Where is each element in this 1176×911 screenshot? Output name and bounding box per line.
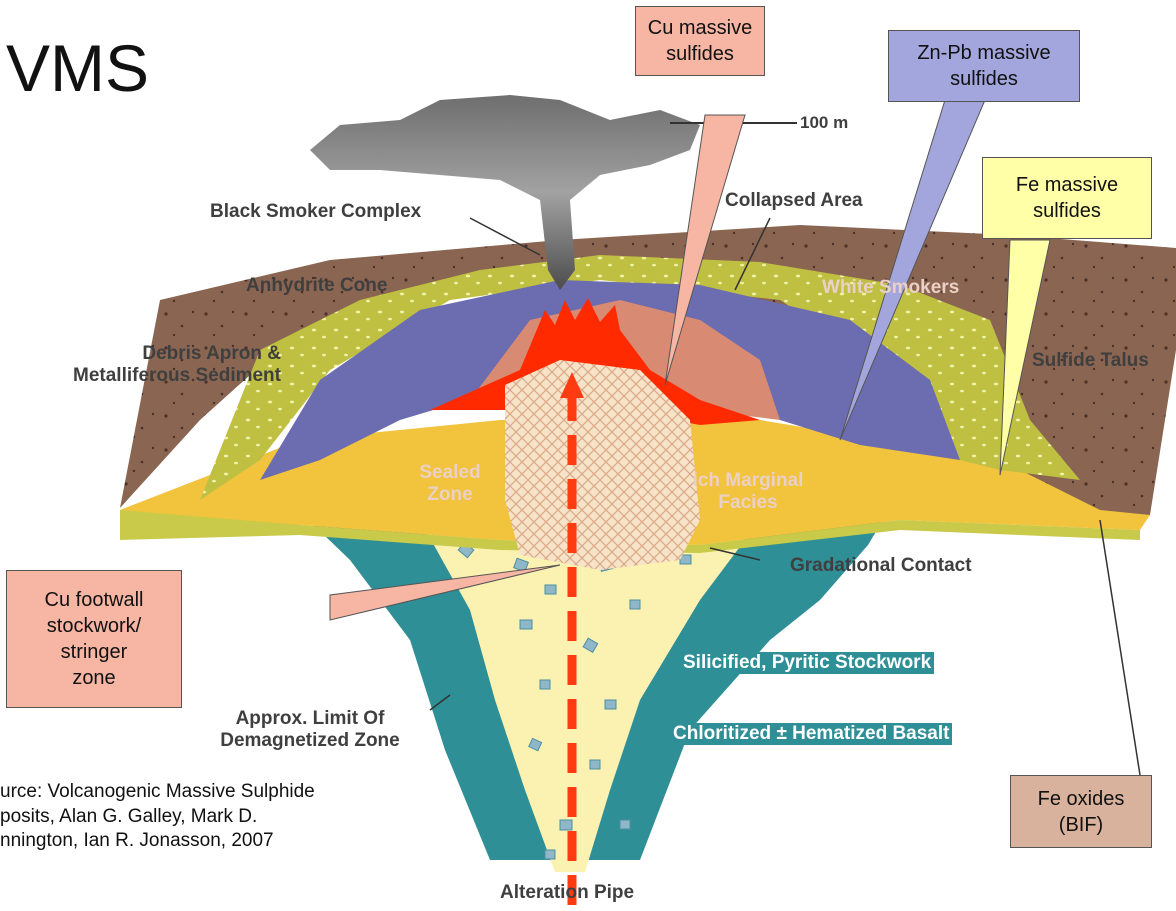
label-chloritized: Chloritized ± Hematized Basalt (670, 723, 952, 745)
source-line3: nnington, Ian R. Jonasson, 2007 (0, 829, 440, 854)
label-gradational-contact: Gradational Contact (790, 555, 972, 577)
source-line2: posits, Alan G. Galley, Mark D. (0, 805, 440, 830)
label-marginal-facies: ich Marginal Facies (678, 470, 818, 514)
callout-cu-massive: Cu massive sulfides (635, 6, 765, 76)
callout-fe-massive-line1: Fe massive (1016, 172, 1118, 198)
label-sealed-zone: Sealed Zone (395, 462, 505, 506)
label-demagnetized-line1: Approx. Limit Of (190, 708, 430, 730)
label-sealed-zone-line2: Zone (395, 484, 505, 506)
callout-cu-massive-line2: sulfides (666, 41, 734, 67)
callout-cu-massive-line1: Cu massive (648, 15, 752, 41)
label-alteration-pipe: Alteration Pipe (500, 882, 634, 904)
callout-fe-oxides-line1: Fe oxides (1038, 786, 1125, 812)
callout-fe-massive-line2: sulfides (1033, 198, 1101, 224)
callout-cu-footwall-line2: stockwork/ (47, 613, 141, 639)
source-citation: urce: Volcanogenic Massive Sulphide posi… (0, 780, 440, 854)
label-sealed-zone-line1: Sealed (395, 462, 505, 484)
label-white-smokers: White Smokers (822, 277, 959, 299)
label-silicified: Silicified, Pyritic Stockwork (680, 652, 934, 674)
source-line1: urce: Volcanogenic Massive Sulphide (0, 780, 440, 805)
label-debris-apron-line2: Metalliferous Sediment (1, 365, 281, 387)
label-demagnetized: Approx. Limit Of Demagnetized Zone (190, 708, 430, 752)
leader-fe-oxides (1100, 520, 1140, 775)
callout-cu-footwall-line3: stringer (61, 639, 128, 665)
label-black-smoker: Black Smoker Complex (210, 201, 421, 223)
label-sulfide-talus: Sulfide Talus (1032, 350, 1149, 372)
callout-fe-massive: Fe massive sulfides (982, 157, 1152, 239)
callout-cu-footwall-line1: Cu footwall (45, 587, 144, 613)
label-collapsed-area: Collapsed Area (725, 190, 863, 212)
scale-label: 100 m (797, 113, 851, 133)
callout-cu-footwall: Cu footwall stockwork/ stringer zone (6, 570, 182, 708)
callout-znpb-line2: sulfides (950, 66, 1018, 92)
label-debris-apron: Debris Apron & Metalliferous Sediment (1, 343, 281, 387)
callout-fe-oxides-line2: (BIF) (1059, 812, 1103, 838)
label-debris-apron-line1: Debris Apron & (1, 343, 281, 365)
label-anhydrite-cone: Anhydrite Cone (246, 275, 387, 297)
callout-znpb-line1: Zn-Pb massive (917, 40, 1050, 66)
label-marginal-facies-line1: ich Marginal (678, 470, 818, 492)
callout-znpb-massive: Zn-Pb massive sulfides (888, 30, 1080, 102)
callout-cu-footwall-line4: zone (72, 665, 115, 691)
label-demagnetized-line2: Demagnetized Zone (190, 730, 430, 752)
page-title: VMS (6, 30, 149, 106)
label-marginal-facies-line2: Facies (678, 492, 818, 514)
callout-fe-oxides: Fe oxides (BIF) (1010, 775, 1152, 848)
